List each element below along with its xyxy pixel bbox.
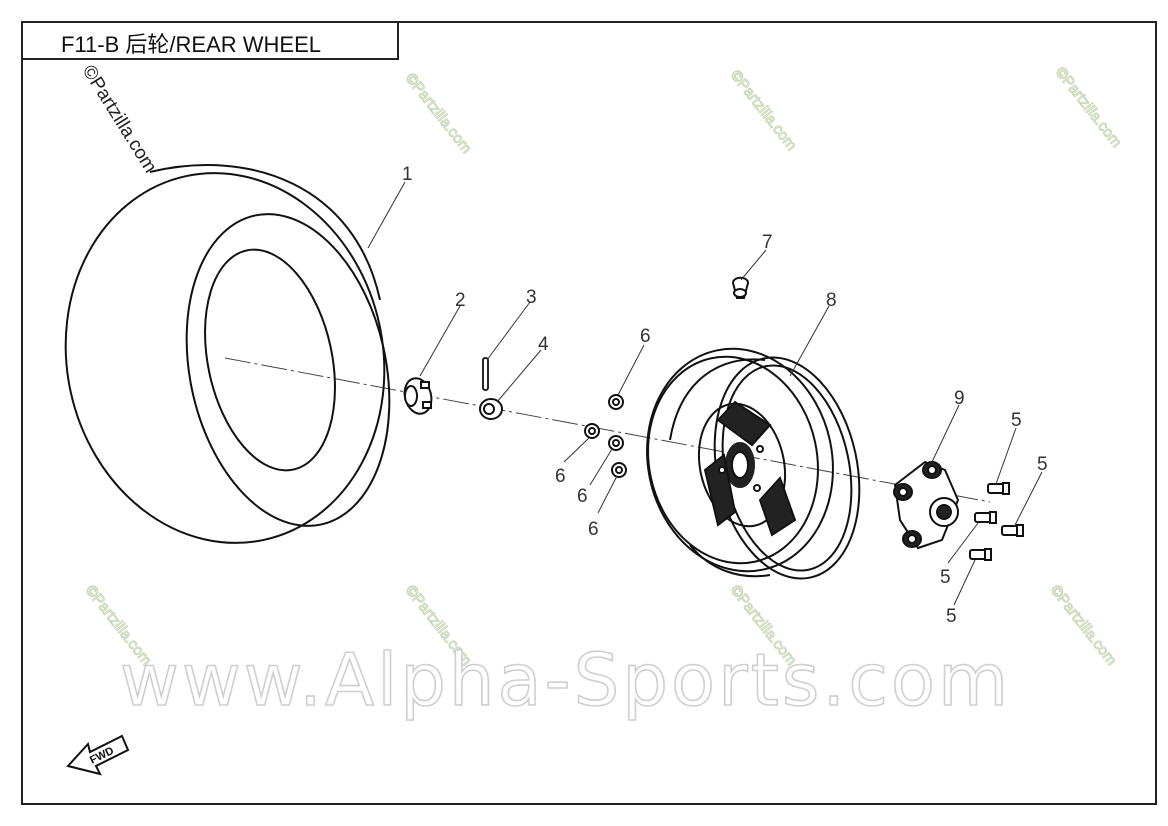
- tiled-watermarks: ©Partzilla.com ©Partzilla.com ©Partzilla…: [81, 63, 1125, 669]
- callout-4: 4: [538, 334, 549, 355]
- callout-2: 2: [455, 290, 466, 311]
- part-4-nut: [479, 398, 503, 420]
- callout-7: 7: [762, 232, 773, 253]
- callout-5: 5: [940, 567, 951, 588]
- tiled-watermark: ©Partzilla.com: [1047, 582, 1120, 669]
- part-3-pin: [482, 357, 489, 391]
- callout-9: 9: [954, 388, 965, 409]
- callout-6: 6: [640, 326, 651, 347]
- part-5-bolts: [969, 482, 1024, 561]
- fwd-arrow-icon: FWD: [66, 734, 130, 776]
- callout-5: 5: [946, 606, 957, 627]
- title-box: F11-B 后轮/REAR WHEEL: [21, 21, 399, 60]
- part-7-valve: [731, 276, 750, 299]
- callout-6: 6: [577, 486, 588, 507]
- tiled-watermark: ©Partzilla.com: [402, 70, 475, 157]
- drawing-frame: [21, 21, 1157, 805]
- part-6-nuts: [584, 394, 627, 478]
- tiled-watermark: ©Partzilla.com: [1052, 64, 1125, 151]
- part-8-rim: [646, 347, 861, 580]
- callout-5: 5: [1037, 454, 1048, 475]
- axis-centerline: [224, 357, 991, 503]
- copyright-watermark: ©Partzilla.com: [78, 62, 161, 177]
- tire: [64, 164, 391, 544]
- tiled-watermark: ©Partzilla.com: [727, 67, 800, 154]
- part-9-hub: [893, 460, 960, 550]
- site-watermark: www.Alpha-Sports.com: [120, 638, 1011, 722]
- callout-6: 6: [588, 519, 599, 540]
- page-title: F11-B 后轮/REAR WHEEL: [61, 32, 321, 57]
- leader-lines: [367, 181, 1043, 606]
- callout-5: 5: [1011, 410, 1022, 431]
- part-2-cap: [403, 377, 433, 415]
- callout-1: 1: [402, 164, 413, 185]
- callout-3: 3: [526, 287, 537, 308]
- callout-8: 8: [826, 290, 837, 311]
- callout-6: 6: [555, 466, 566, 487]
- callouts: 1 2 3 4 6 6 6 6 7 8 9 5 5 5 5: [402, 164, 1048, 627]
